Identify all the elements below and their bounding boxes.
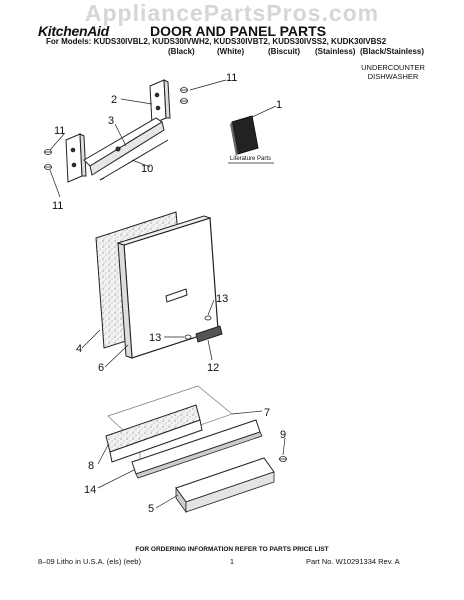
door-hinge-bracket (65, 133, 87, 183)
model-number: KUDS30IVBT2, (213, 37, 271, 46)
callout-number: 9 (280, 429, 286, 441)
appliance-type: UNDERCOUNTER DISHWASHER (358, 63, 428, 81)
models-prefix: For Models: (46, 37, 92, 46)
callout-number: 4 (76, 343, 82, 355)
callout-number: 11 (52, 200, 63, 212)
callout-number: 8 (88, 460, 94, 472)
litho-info: 8–09 Litho in U.S.A. (els) (eeb) (38, 557, 141, 566)
callout-number: 13 (216, 293, 228, 305)
callout-number: 13 (149, 332, 161, 344)
callout-leader (49, 79, 286, 509)
callout-number: 6 (98, 362, 104, 374)
screw-icon (184, 315, 212, 340)
callout-number: 12 (207, 362, 219, 374)
models-row: For Models: KUDS30IVBL2, KUDS30IVWH2, KU… (46, 37, 386, 46)
page-number: 1 (229, 557, 235, 566)
callout-number: 11 (54, 125, 65, 137)
door-hinge-bracket (149, 79, 171, 125)
ordering-note: FOR ORDERING INFORMATION REFER TO PARTS … (135, 546, 329, 553)
callout-number: 2 (111, 94, 117, 106)
toe-panel (185, 471, 275, 513)
literature-label: Literature Parts (230, 156, 271, 162)
color-label: (Black) (168, 47, 195, 56)
model-number: KUDS30IVWH2, (152, 37, 212, 46)
callout-number: 10 (141, 163, 153, 175)
callout-labels: 11 2 1 11 3 10 11 13 13 4 6 12 7 9 8 14 … (52, 72, 286, 515)
outer-door-panel (116, 215, 219, 359)
dimension-line (99, 139, 169, 181)
appliance-type-line: DISHWASHER (367, 72, 419, 81)
literature-booklet (230, 115, 259, 156)
model-number: KUDS30IVBL2, (93, 37, 151, 46)
watermark: AppliancePartsPros.com (84, 0, 380, 26)
kick-plate (135, 431, 263, 479)
screw-icon (279, 456, 287, 462)
screw-icon (44, 87, 188, 170)
callout-number: 14 (84, 484, 96, 496)
part-number: Part No. W10291334 Rev. A (306, 557, 400, 566)
color-label: (White) (217, 47, 245, 56)
color-label: (Biscuit) (268, 47, 300, 56)
handle-trim (195, 325, 223, 343)
callout-number: 11 (226, 72, 237, 84)
model-number: KUDK30IVBS2 (331, 37, 387, 46)
model-number: KUDS30IVSS2, (272, 37, 329, 46)
color-label: (Stainless) (315, 47, 356, 56)
page-title: DOOR AND PANEL PARTS (150, 23, 327, 39)
callout-number: 7 (264, 407, 270, 419)
door-hinge-rail (83, 117, 165, 176)
callout-number: 5 (148, 503, 154, 515)
kick-panel-insulation (109, 419, 203, 463)
dimension-line (99, 177, 105, 181)
callout-number: 1 (276, 99, 282, 111)
appliance-type-line: UNDERCOUNTER (361, 63, 425, 72)
callout-number: 3 (108, 115, 114, 127)
color-label: (Black/Stainless) (360, 47, 425, 56)
brand-logo: KitchenAid (38, 23, 109, 39)
